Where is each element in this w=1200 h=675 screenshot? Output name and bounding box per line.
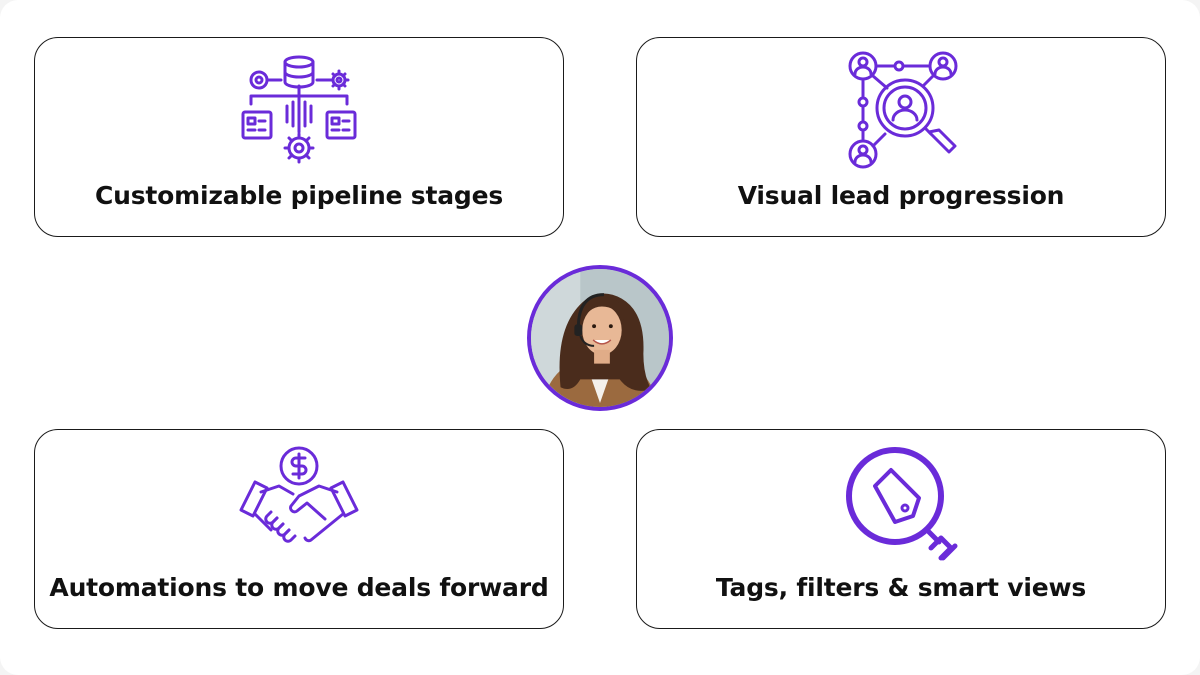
feature-label: Automations to move deals forward	[49, 573, 549, 602]
feature-card-pipeline-stages: Customizable pipeline stages	[34, 37, 564, 237]
tag-search-icon	[839, 440, 963, 564]
feature-card-automations: Automations to move deals forward	[34, 429, 564, 629]
lead-network-search-icon	[839, 48, 963, 172]
handshake-dollar-icon	[237, 440, 361, 564]
feature-label: Customizable pipeline stages	[94, 181, 504, 210]
feature-label: Tags, filters & smart views	[715, 573, 1087, 602]
feature-label: Visual lead progression	[737, 181, 1065, 210]
feature-card-tags-filters: Tags, filters & smart views	[636, 429, 1166, 629]
support-agent-avatar	[527, 265, 673, 411]
feature-card-lead-progression: Visual lead progression	[636, 37, 1166, 237]
pipeline-database-icon	[237, 48, 361, 172]
